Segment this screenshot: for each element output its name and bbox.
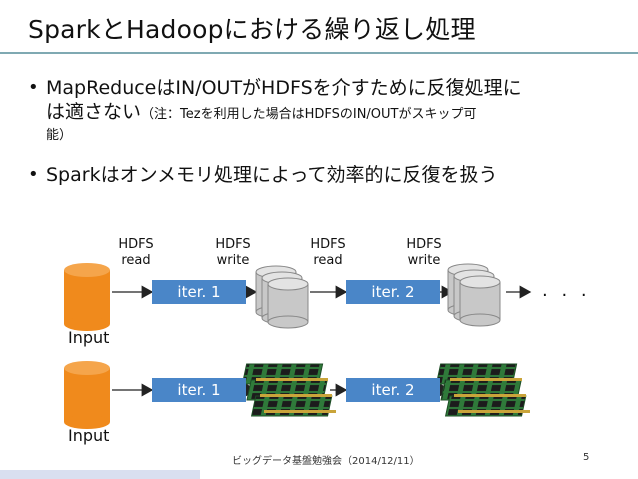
footer-accent-bar — [0, 470, 200, 479]
hadoop-iter-2-box: iter. 2 — [346, 280, 440, 304]
memory-module-stack-1 — [241, 363, 336, 417]
hdfs-input-cylinder — [64, 263, 110, 331]
footer-event: ビッグデータ基盤勉強会（2014/12/11） — [232, 456, 420, 467]
title-divider — [0, 52, 638, 54]
spark-input-cylinder — [64, 361, 110, 429]
label-hdfs-write-2-bottom: write — [407, 253, 441, 268]
hadoop-input-label: Input — [68, 328, 110, 347]
label-hdfs-read-2-top: HDFS — [310, 237, 346, 252]
bullet-dot-icon: • — [28, 77, 39, 98]
bullet-dot-icon: • — [28, 164, 39, 185]
label-hdfs-read-2-bottom: read — [313, 253, 343, 268]
bullet-1-line-1: MapReduceはIN/OUTがHDFSを介すために反復処理に — [46, 77, 522, 99]
bullet-1-note-1: （注：Tezを利用した場合はHDFSのIN/OUTがスキップ可 — [141, 107, 477, 122]
label-hdfs-read-1: HDFS read — [106, 237, 166, 269]
bullet-1-line-2-main: は適さない — [46, 101, 142, 123]
label-hdfs-read-1-top: HDFS — [118, 237, 154, 252]
label-hdfs-write-1-bottom: write — [216, 253, 250, 268]
page-number: 5 — [583, 452, 590, 463]
spark-input-label: Input — [68, 426, 110, 445]
spark-iter-1-box: iter. 1 — [152, 378, 246, 402]
continuation-ellipsis: . . . — [542, 280, 591, 301]
memory-module-stack-2 — [435, 363, 530, 417]
slide-title: SparkとHadoopにおける繰り返し処理 — [28, 15, 476, 44]
hdfs-storage-stack-1 — [255, 265, 309, 329]
spark-iter-2-box: iter. 2 — [346, 378, 440, 402]
bullet-1-note-2: 能） — [46, 128, 73, 143]
label-hdfs-write-1-top: HDFS — [215, 237, 251, 252]
bullet-item-2: • Sparkはオンメモリ処理によって効率的に反復を扱う — [28, 163, 498, 187]
bullet-2-text: Sparkはオンメモリ処理によって効率的に反復を扱う — [46, 164, 498, 186]
label-hdfs-write-2-top: HDFS — [406, 237, 442, 252]
label-hdfs-read-2: HDFS read — [298, 237, 358, 269]
hadoop-iter-1-box: iter. 1 — [152, 280, 246, 304]
label-hdfs-read-1-bottom: read — [121, 253, 151, 268]
bullet-1-line-2: は適さない（注：Tezを利用した場合はHDFSのIN/OUTがスキップ可 — [46, 100, 522, 127]
label-hdfs-write-2: HDFS write — [394, 237, 454, 269]
bullet-item-1: • MapReduceはIN/OUTがHDFSを介すために反復処理に は適さない… — [28, 76, 522, 145]
label-hdfs-write-1: HDFS write — [203, 237, 263, 269]
hdfs-storage-stack-2 — [447, 263, 501, 327]
